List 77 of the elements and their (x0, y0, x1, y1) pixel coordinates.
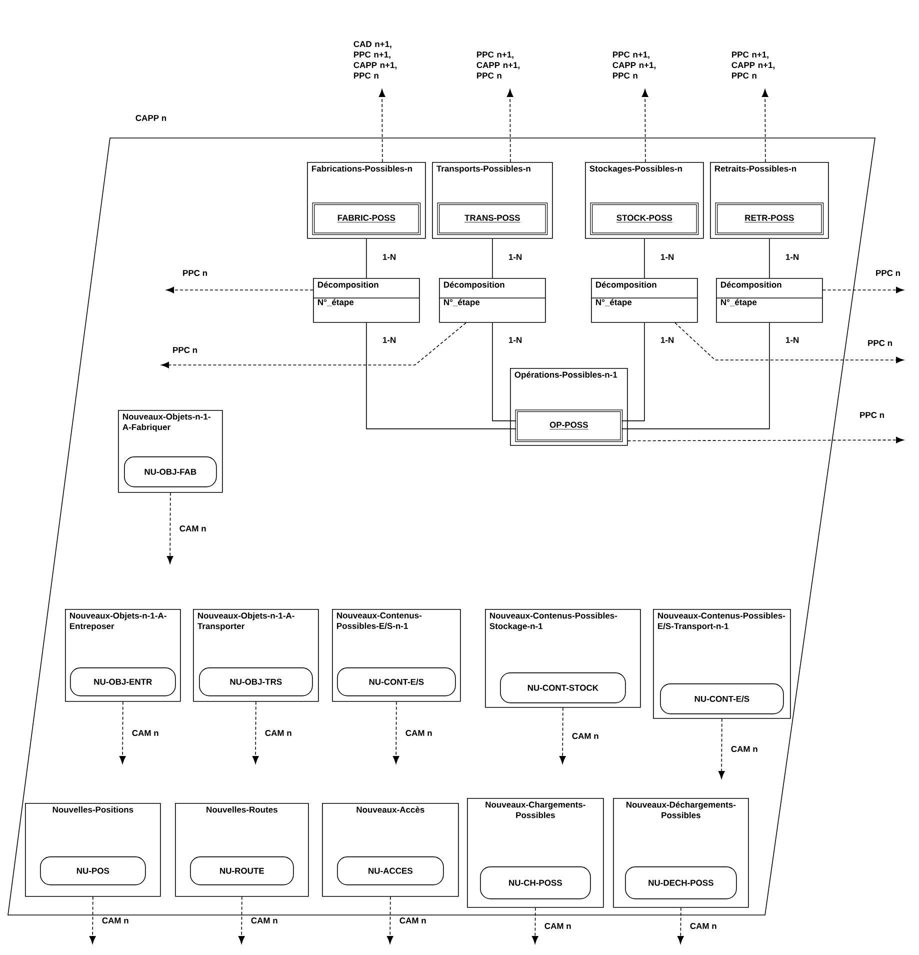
relationship-box: Décomposition N°_étape (716, 278, 823, 323)
edge-label: CAM n (132, 730, 158, 736)
connector-line (492, 238, 493, 278)
edge-label: CAM n (400, 918, 426, 924)
connector-line (644, 238, 645, 278)
relationship-box: Décomposition N°_étape (312, 278, 420, 323)
edge-label: CAM n (265, 730, 292, 736)
edge-label: CAM n (102, 918, 128, 924)
dashed-arrow (386, 896, 394, 944)
dashed-arrow (119, 701, 126, 764)
dashed-arrow (238, 896, 245, 944)
dashed-arrow (627, 436, 904, 444)
identifier-box: TRANS-POSS (437, 202, 548, 235)
dashed-arrow (252, 701, 259, 764)
connector-line (769, 238, 770, 278)
identifier-box: NU-CONT-E/S (337, 667, 456, 696)
dashed-arrow (532, 907, 538, 944)
relationship-box: Décomposition N°_étape (438, 278, 546, 323)
dashed-arrow (642, 89, 648, 162)
connector-line (492, 322, 516, 422)
edge-label: 1-N (660, 254, 674, 260)
edge-label: 1-N (786, 337, 799, 343)
edge-label: CAM n (544, 923, 571, 929)
dashed-arrow (762, 89, 768, 162)
edge-label: CAM n (731, 746, 758, 752)
edge-label: PPC n+1, CAPP n+1, PPC n (612, 52, 656, 79)
edge-label: CAM n (406, 730, 432, 736)
edge-label: 1-N (508, 254, 522, 260)
dashed-arrow (378, 89, 386, 162)
connector-line (621, 322, 770, 430)
edge-label: 1-N (508, 337, 522, 343)
edge-label: CAM n (180, 526, 206, 532)
connector-line (366, 238, 367, 278)
edge-label: PPC n (183, 270, 207, 276)
connector-line (621, 322, 645, 422)
relationship-box: Décomposition N°_étape (590, 278, 698, 323)
edge-label: 1-N (382, 337, 396, 343)
identifier-box: NU-CONT-STOCK (500, 672, 626, 704)
identifier-box: NU-OBJ-FAB (124, 456, 217, 488)
edge-label: CAM n (690, 923, 716, 929)
edge-label: 1-N (660, 337, 674, 343)
identifier-box: NU-OBJ-ENTR (70, 667, 176, 696)
dashed-arrow (506, 89, 514, 162)
dashed-arrow (718, 718, 725, 779)
dashed-arrow (674, 322, 904, 364)
dashed-arrow (166, 286, 314, 294)
dashed-arrow (822, 286, 904, 294)
dashed-arrow (161, 322, 466, 368)
identifier-box: FABRIC-POSS (312, 202, 421, 235)
edge-label: CAD n+1, PPC n+1, CAPP n+1, PPC n (354, 41, 397, 79)
edge-label: PPC n (868, 340, 892, 346)
edge-label: 1-N (786, 254, 799, 260)
dashed-arrow (166, 492, 174, 564)
dashed-arrow (677, 907, 684, 944)
dashed-arrow (89, 896, 96, 944)
identifier-box: STOCK-POSS (590, 202, 699, 235)
edge-label: PPC n (860, 412, 884, 418)
identifier-box: NU-OBJ-TRS (199, 667, 313, 696)
dashed-arrow (392, 701, 400, 764)
edge-label: CAM n (572, 733, 598, 739)
identifier-box: NU-POS (40, 856, 146, 886)
identifier-box: NU-ROUTE (190, 856, 294, 886)
identifier-box: NU-CONT-E/S (660, 683, 784, 714)
edge-label: PPC n (876, 270, 900, 276)
identifier-box: NU-CH-POSS (480, 866, 591, 900)
edge-label: PPC n+1, CAPP n+1, PPC n (476, 52, 520, 79)
identifier-box: OP-POSS (515, 410, 623, 442)
identifier-box: NU-ACCES (337, 856, 444, 886)
edge-label: PPC n+1, CAPP n+1, PPC n (732, 52, 775, 79)
connector-line (366, 322, 516, 430)
edge-label: 1-N (382, 254, 396, 260)
identifier-box: RETR-POSS (715, 202, 824, 235)
edge-label: CAM n (251, 918, 278, 924)
edge-label: PPC n (173, 347, 197, 353)
dashed-arrow (559, 707, 566, 764)
node-label: CAPP n (136, 114, 166, 121)
identifier-box: NU-DECH-POSS (625, 866, 737, 900)
